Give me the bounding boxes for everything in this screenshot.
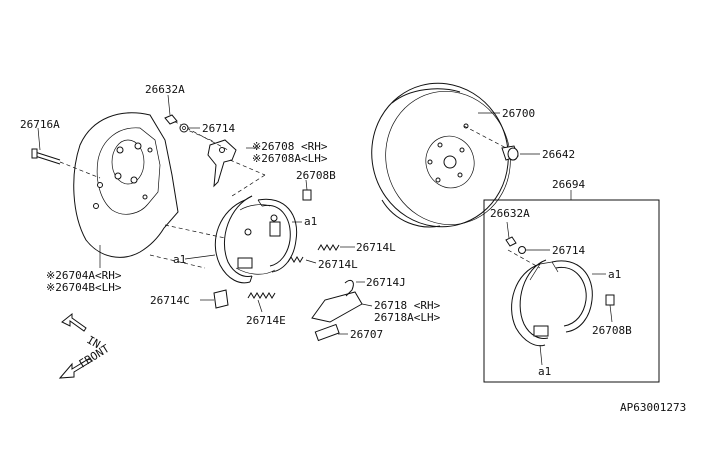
label-26708-rh: ※26708 <RH>	[252, 140, 328, 153]
label-a1-box-bottom: a1	[538, 365, 551, 378]
label-26642: 26642	[542, 148, 575, 161]
diagram-code: AP63001273	[620, 401, 686, 414]
label-26714C: 26714C	[150, 294, 190, 307]
parking-lever-26708	[207, 139, 237, 188]
backing-plate	[73, 112, 179, 258]
leader-lines-left	[59, 94, 266, 269]
label-26716A: 26716A	[20, 118, 60, 131]
hook-26714J	[344, 279, 365, 297]
label-26714J: 26714J	[366, 276, 406, 289]
label-26708B-box: 26708B	[592, 324, 632, 337]
label-26632A-box: 26632A	[490, 207, 530, 220]
label-26632A-top: 26632A	[145, 83, 185, 96]
brake-shoe-assembly	[214, 195, 298, 284]
kit-box-26694	[483, 190, 660, 383]
label-a1-box-right: a1	[608, 268, 621, 281]
plug-26642	[501, 145, 540, 161]
bolt-26716A	[31, 127, 61, 165]
label-26714E: 26714E	[246, 314, 286, 327]
label-a1-mid: a1	[304, 215, 317, 228]
spring-26714L-lower	[287, 256, 317, 264]
washer-26632A	[164, 114, 189, 133]
strut-26718	[311, 291, 373, 323]
in-arrow-icon	[61, 312, 87, 332]
label-26707: 26707	[350, 328, 383, 341]
a1-leaders-left	[184, 221, 302, 260]
adjuster-26707	[314, 323, 348, 342]
pin-26708B	[302, 179, 312, 201]
label-26704A: ※26704A<RH>	[46, 269, 122, 282]
label-26708B-top: 26708B	[296, 169, 336, 182]
clip-26714C	[200, 289, 229, 309]
brake-rotor	[371, 82, 511, 228]
label-in: IN	[85, 333, 103, 351]
label-26714-top: 26714	[202, 122, 235, 135]
label-26718A-lh: 26718A<LH>	[374, 311, 441, 324]
label-26714L-upper: 26714L	[356, 241, 396, 254]
label-26718-rh: 26718 <RH>	[374, 299, 441, 312]
label-26714L-lower: 26714L	[318, 258, 358, 271]
label-26708A-lh: ※26708A<LH>	[252, 152, 328, 165]
front-arrow-icon	[58, 357, 93, 379]
spring-26714L-upper	[317, 244, 355, 251]
label-26700: 26700	[502, 107, 535, 120]
label-26704B: ※26704B<LH>	[46, 281, 122, 294]
label-26714-box: 26714	[552, 244, 585, 257]
label-a1-left: a1	[173, 253, 186, 266]
label-26694: 26694	[552, 178, 585, 191]
spring-26714E	[247, 292, 276, 313]
